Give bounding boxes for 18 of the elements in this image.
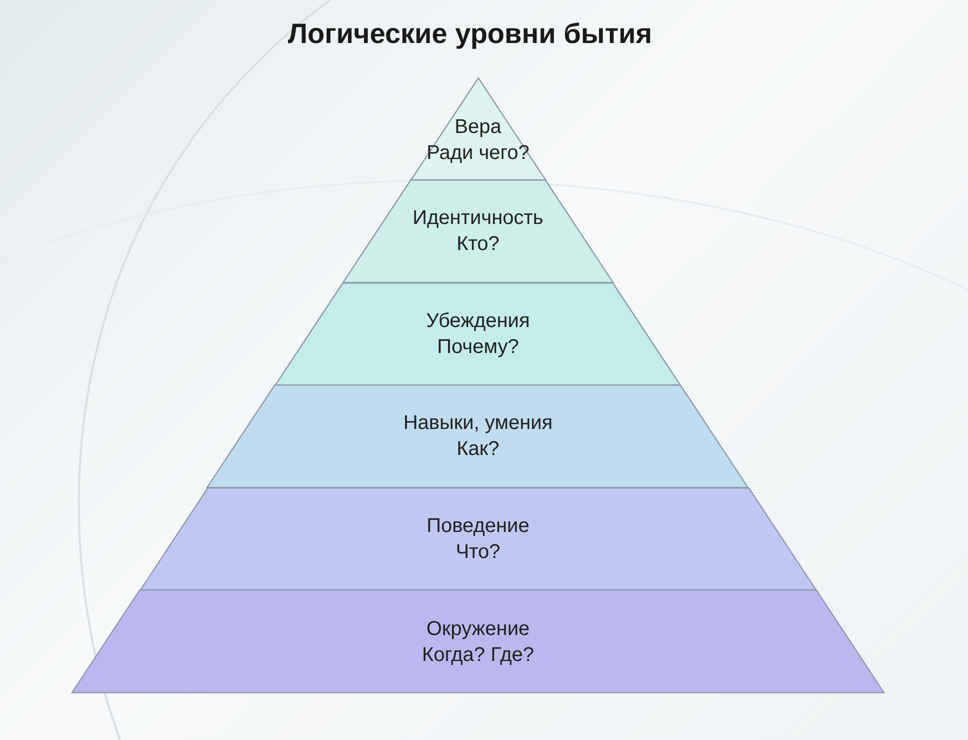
level-name: Вера bbox=[454, 115, 502, 140]
level-question: Почему? bbox=[437, 334, 519, 360]
pyramid-level bbox=[207, 385, 749, 488]
level-question: Кто? bbox=[456, 232, 500, 258]
pyramid-level bbox=[275, 282, 681, 386]
pyramid-level bbox=[72, 590, 884, 693]
level-question: Ради чего? bbox=[426, 141, 530, 166]
level-question: Когда? Где? bbox=[422, 642, 534, 668]
level-name: Поведение bbox=[426, 514, 530, 540]
title: Логические уровни бытия bbox=[286, 18, 654, 50]
level-name: Убеждения bbox=[426, 308, 530, 334]
level-name: Идентичность bbox=[412, 206, 544, 232]
level-name: Навыки, умения bbox=[403, 411, 553, 436]
pyramid-level bbox=[342, 180, 614, 283]
level-question: Как? bbox=[456, 437, 500, 462]
level-question: Что? bbox=[456, 540, 500, 566]
level-name: Окружение bbox=[426, 616, 530, 642]
pyramid-level bbox=[140, 488, 816, 590]
